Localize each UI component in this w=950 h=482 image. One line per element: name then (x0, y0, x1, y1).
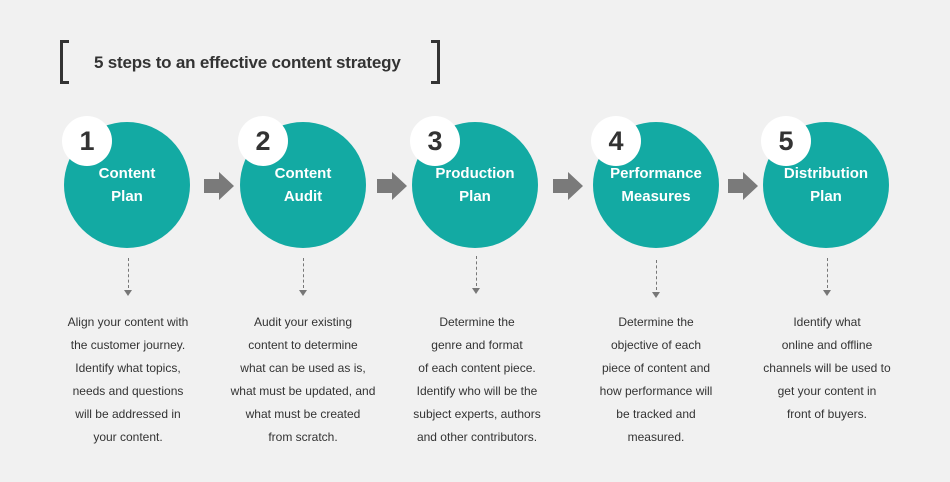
step-2-connector (303, 258, 304, 288)
arrow-right-icon (204, 172, 234, 200)
arrow-right-icon (377, 172, 407, 200)
step-3-connector (476, 256, 477, 286)
step-4-circle: Performance Measures (593, 122, 719, 248)
step-5-connector-tip (823, 290, 831, 296)
step-4-label: Performance Measures (610, 165, 702, 205)
left-bracket (60, 40, 69, 84)
step-1-connector (128, 258, 129, 288)
step-2-description: Audit your existing content to determine… (230, 315, 376, 444)
step-3-description: Determine the genre and format of each c… (413, 315, 541, 444)
step-1-connector-tip (124, 290, 132, 296)
step-2-connector-tip (299, 290, 307, 296)
arrow-right-icon (728, 172, 758, 200)
step-5-number: 5 (761, 116, 811, 166)
right-bracket (431, 40, 440, 84)
step-4-connector (656, 260, 657, 290)
step-3-number: 3 (410, 116, 460, 166)
step-2-number: 2 (238, 116, 288, 166)
step-4-number: 4 (591, 116, 641, 166)
step-4-connector-tip (652, 292, 660, 298)
diagram-title: 5 steps to an effective content strategy (94, 53, 401, 72)
step-1-description: Align your content with the customer jou… (67, 315, 189, 444)
step-2-label: Content Audit (274, 165, 332, 205)
title-frame: 5 steps to an effective content strategy (60, 40, 440, 86)
step-5-connector (827, 258, 828, 288)
step-5-description: Identify what online and offline channel… (763, 315, 891, 421)
step-1-label: Content Plan (98, 165, 156, 205)
arrow-right-icon (553, 172, 583, 200)
step-1-number: 1 (62, 116, 112, 166)
step-3-label: Production Plan (435, 165, 515, 205)
step-5-label: Distribution Plan (783, 165, 869, 205)
step-3-connector-tip (472, 288, 480, 294)
step-4-description: Determine the objective of each piece of… (599, 315, 713, 444)
